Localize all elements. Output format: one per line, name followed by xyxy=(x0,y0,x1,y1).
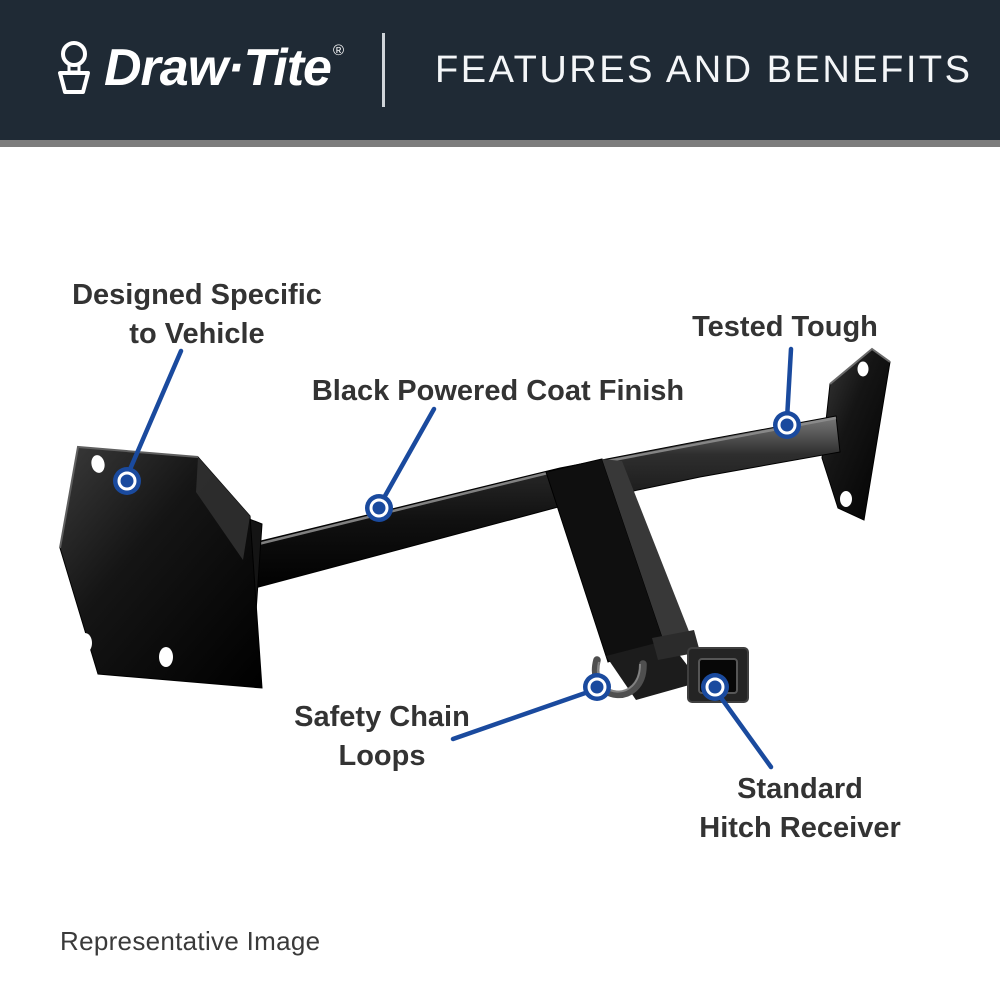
callout-label-line: Designed Specific xyxy=(72,279,322,311)
callout-label-line: Tested Tough xyxy=(692,311,878,343)
callout-marker-designed-specific xyxy=(113,467,141,495)
bolt-hole xyxy=(78,633,92,653)
callout-label-tested-tough: Tested Tough xyxy=(665,308,905,347)
callout-label-line: Black Powered Coat Finish xyxy=(311,375,685,407)
header-title: FEATURES AND BENEFITS xyxy=(435,48,973,91)
callout-label-line: Standard xyxy=(737,773,863,805)
center-bracket xyxy=(545,458,700,700)
registered-mark: ® xyxy=(332,42,345,59)
left-mounting-plate xyxy=(59,445,263,689)
right-mounting-plate xyxy=(821,347,891,521)
callout-line-safety-chain xyxy=(450,688,594,742)
callout-label-safety-chain: Safety Chain Loops xyxy=(282,698,482,776)
crossbar xyxy=(231,415,841,593)
brand-text: Draw·Tite® xyxy=(104,36,344,100)
callout-line-tested-tough xyxy=(784,346,794,422)
callout-label-line: Safety Chain xyxy=(294,701,470,733)
callout-label-coat-finish: Black Powered Coat Finish xyxy=(302,372,694,411)
bolt-hole xyxy=(840,491,852,507)
brand-logo: Draw·Tite® xyxy=(0,36,344,104)
callout-label-designed-specific: Designed Specific to Vehicle xyxy=(57,276,337,354)
callout-label-line: Hitch Receiver xyxy=(699,812,901,845)
callout-label-hitch-receiver: Standard Hitch Receiver xyxy=(690,770,910,848)
bolt-hole xyxy=(91,455,105,473)
header-bar: Draw·Tite® FEATURES AND BENEFITS xyxy=(0,0,1000,147)
bolt-hole xyxy=(159,647,173,667)
callout-marker-tested-tough xyxy=(773,411,801,439)
brand-name: Draw·Tite xyxy=(104,39,332,97)
callout-markers xyxy=(113,411,801,701)
callout-marker-safety-chain xyxy=(583,673,611,701)
callout-label-line: Loops xyxy=(338,740,426,773)
hitch-ball-icon xyxy=(58,41,90,94)
callout-line-designed-specific xyxy=(125,348,184,477)
callout-marker-hitch-receiver xyxy=(701,673,729,701)
callout-label-line: to Vehicle xyxy=(129,318,265,351)
header-divider xyxy=(382,33,386,107)
hitch-product-image xyxy=(59,347,891,703)
representative-image-note: Representative Image xyxy=(60,926,321,956)
callout-lines xyxy=(125,346,794,770)
bolt-hole xyxy=(857,361,869,377)
callout-marker-coat-finish xyxy=(365,494,393,522)
callout-line-coat-finish xyxy=(378,406,437,506)
callout-line-hitch-receiver xyxy=(716,692,774,770)
safety-chain-loop xyxy=(591,656,647,699)
